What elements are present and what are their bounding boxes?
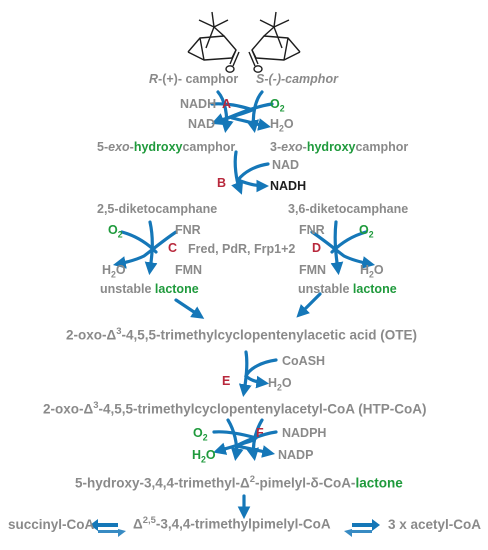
trimethylpimelyl-coa-label: Δ2,5-3,4,4-trimethylpimelyl-CoA: [133, 515, 331, 532]
reversible-arrow-acetyl-bottom: [344, 529, 372, 537]
product-3-exo-hydroxycamphor: 3-exo-hydroxycamphor: [270, 140, 409, 154]
arrow-d-out: [310, 230, 376, 269]
enzyme-c-label: C: [168, 241, 178, 255]
o2-a: O2: [270, 97, 285, 114]
o2-d: O2: [359, 223, 374, 240]
camphor-r-structure: [187, 11, 240, 73]
htp-coa-label: 2-oxo-Δ3-4,5,5-trimethylcyclopentenylace…: [43, 400, 427, 417]
arrow-e-coash: [244, 358, 278, 389]
nadp-label: NADP: [278, 448, 314, 462]
fmn-d: FMN: [299, 263, 327, 277]
succinyl-coa-label: succinyl-CoA: [8, 517, 95, 532]
fnr-c: FNR: [175, 223, 201, 237]
reversible-arrow-succinyl-top: [90, 519, 118, 531]
cofactor-nadh-a: NADH: [180, 97, 217, 111]
pimelyl-lactone-label: 5-hydroxy-3,4,4-trimethyl-Δ2-pimelyl-δ-C…: [75, 474, 403, 491]
h2o-c: H2O: [102, 263, 126, 280]
cofactor-nad-a: NAD: [188, 117, 216, 131]
arrow-lactone-left: [174, 298, 205, 319]
arrow-f-left: [226, 418, 244, 462]
camphor-s-structure: [248, 11, 301, 73]
diketocamphane-2-5: 2,5-diketocamphane: [97, 202, 218, 216]
cofactor-nadh-b: NADH: [270, 179, 307, 193]
enzyme-a-label: A: [222, 97, 232, 111]
o2-c: O2: [108, 223, 123, 240]
nadph-label: NADPH: [282, 426, 327, 440]
arrow-a-h2o-out: [230, 116, 272, 131]
fmn-c: FMN: [175, 263, 203, 277]
ote-label: 2-oxo-Δ3-4,5,5-trimethylcyclopentenylace…: [66, 326, 418, 343]
h2o-a: H2O: [270, 117, 294, 134]
coash-label: CoASH: [282, 354, 326, 368]
enzyme-b-label: B: [217, 176, 227, 190]
arrow-lactone-right: [296, 292, 322, 318]
ferredoxin-label: Fred, PdR, Frp1+2: [188, 242, 296, 256]
arrow-a-left: [216, 90, 234, 134]
arrow-f-nadp-out: [234, 444, 276, 458]
arrow-a-nad-out: [211, 108, 254, 126]
substrate-s-camphor: S-(-)-camphor: [256, 72, 338, 86]
h2o-e: H2O: [268, 376, 292, 393]
fnr-d: FNR: [299, 223, 325, 237]
unstable-lactone-left: unstable lactone: [100, 282, 199, 296]
acetyl-coa-label: 3 x acetyl-CoA: [388, 517, 482, 532]
diketocamphane-3-6: 3,6-diketocamphane: [288, 202, 409, 216]
arrow-b-main: [231, 150, 244, 195]
arrow-e-main: [238, 350, 252, 398]
enzyme-d-label: D: [312, 241, 322, 255]
reversible-arrow-acetyl-top: [352, 519, 380, 531]
substrate-r-camphor: R-(+)- camphor: [149, 72, 239, 86]
o2-f: O2: [193, 426, 208, 443]
h2o-f: H2O: [192, 448, 216, 465]
enzyme-f-label: F: [256, 426, 264, 440]
unstable-lactone-right: unstable lactone: [298, 282, 397, 296]
arrow-b-nad: [235, 162, 270, 193]
arrow-c-out: [112, 230, 178, 269]
enzyme-e-label: E: [222, 374, 231, 388]
h2o-d: H2O: [360, 263, 384, 280]
cofactor-nad-b: NAD: [272, 158, 300, 172]
product-5-exo-hydroxycamphor: 5-exo-hydroxycamphor: [97, 140, 236, 154]
reversible-arrow-succinyl-bottom: [98, 529, 126, 537]
arrow-a-nadh: [210, 102, 252, 111]
